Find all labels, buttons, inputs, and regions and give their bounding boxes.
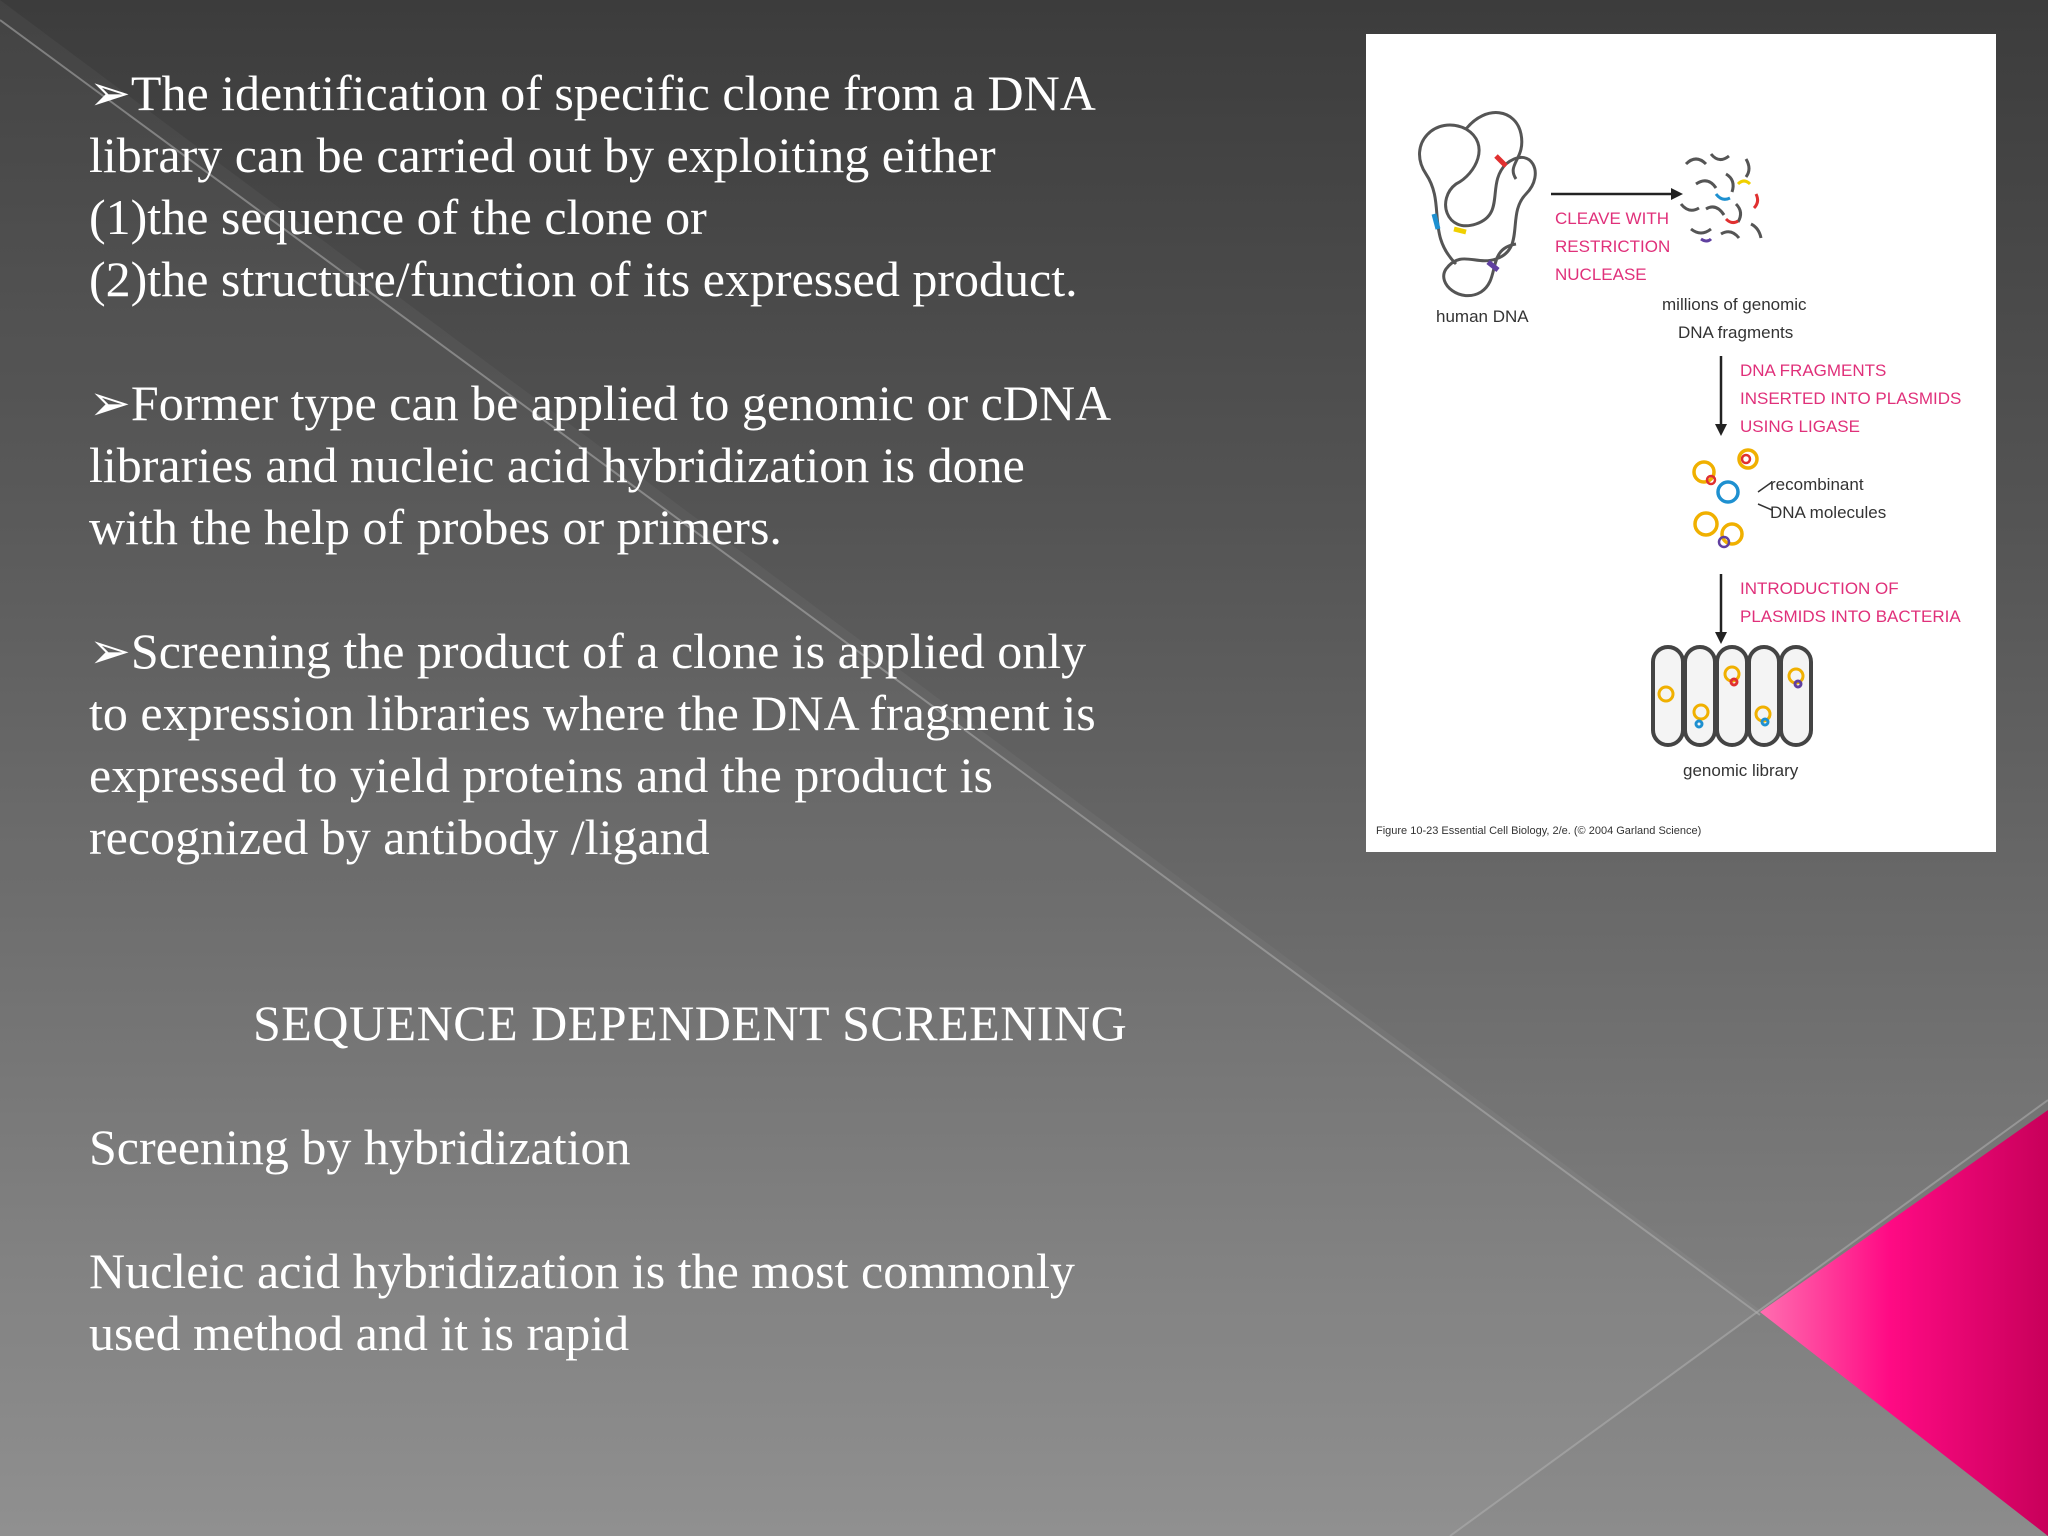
- inserted-label-line-1: DNA FRAGMENTS: [1740, 361, 1886, 380]
- cleave-label-line-1: CLEAVE WITH: [1555, 209, 1669, 228]
- figure-diagram: CLEAVE WITH RESTRICTION NUCLEASE human D…: [1376, 111, 1961, 837]
- human-dna-strand-2: [1464, 111, 1524, 180]
- bullet-arrow-icon: ➢: [89, 623, 131, 679]
- main-text: ➢The identification of specific clone fr…: [89, 62, 1369, 1364]
- inserted-label-line-3: USING LIGASE: [1740, 417, 1860, 436]
- fragments-label-line-1: millions of genomic: [1662, 295, 1807, 314]
- bacteria-row: [1651, 645, 1813, 747]
- recombinant-pointer-2: [1757, 503, 1773, 511]
- paragraph-1-line-4: (2)the structure/function of its express…: [89, 251, 1078, 307]
- cleave-label-line-3: NUCLEASE: [1555, 265, 1647, 284]
- recombinant-label-line-1: recombinant: [1770, 475, 1864, 494]
- dna-mark-yellow: [1453, 226, 1467, 235]
- inserted-label-line-2: INSERTED INTO PLASMIDS: [1740, 389, 1961, 408]
- paragraph-2-line-1: Former type can be applied to genomic or…: [130, 375, 1112, 431]
- introduction-arrowhead: [1715, 632, 1727, 644]
- closing-paragraph: Nucleic acid hybridization is the most c…: [89, 1240, 1369, 1364]
- diagonal-line-2: [1449, 1099, 2048, 1536]
- genomic-library-figure: CLEAVE WITH RESTRICTION NUCLEASE human D…: [1366, 34, 1996, 852]
- paragraph-2-line-3: with the help of probes or primers.: [89, 499, 782, 555]
- pink-accent-triangle: [1760, 1110, 2048, 1536]
- ligase-arrowhead: [1715, 424, 1727, 436]
- paragraph-3-line-4: recognized by antibody /ligand: [89, 809, 710, 865]
- human-dna-strand: [1418, 123, 1537, 298]
- bullet-paragraph-1: ➢The identification of specific clone fr…: [89, 62, 1369, 310]
- bullet-arrow-icon: ➢: [89, 375, 131, 431]
- bullet-arrow-icon: ➢: [89, 65, 131, 121]
- cleave-arrowhead: [1671, 188, 1683, 200]
- recombinant-pointer-1: [1757, 481, 1773, 493]
- human-dna-label: human DNA: [1436, 307, 1529, 326]
- introduction-label: INTRODUCTION OF PLASMIDS INTO BACTERIA: [1740, 579, 1961, 626]
- subheading: Screening by hybridization: [89, 1119, 631, 1175]
- dna-mark-purple: [1486, 260, 1500, 272]
- diagonal-line-1: [0, 19, 1761, 1316]
- paragraph-1-line-3: (1)the sequence of the clone or: [89, 189, 707, 245]
- light-diagonal-band: [0, 0, 1760, 1536]
- paragraph-3-line-1: Screening the product of a clone is appl…: [130, 623, 1087, 679]
- fragments-label-line-2: DNA fragments: [1678, 323, 1793, 342]
- section-heading: SEQUENCE DEPENDENT SCREENING: [253, 995, 1128, 1051]
- introduction-label-line-2: PLASMIDS INTO BACTERIA: [1740, 607, 1961, 626]
- inserted-label: DNA FRAGMENTS INSERTED INTO PLASMIDS USI…: [1740, 361, 1961, 436]
- cleave-label: CLEAVE WITH RESTRICTION NUCLEASE: [1555, 209, 1670, 284]
- dna-fragments-cluster: [1679, 153, 1763, 243]
- cleave-label-line-2: RESTRICTION: [1555, 237, 1670, 256]
- figure-caption: Figure 10-23 Essential Cell Biology, 2/e…: [1376, 825, 1701, 837]
- paragraph-3-line-3: expressed to yield proteins and the prod…: [89, 747, 993, 803]
- paragraph-3-line-2: to expression libraries where the DNA fr…: [89, 685, 1096, 741]
- closing-line-1: Nucleic acid hybridization is the most c…: [89, 1243, 1075, 1299]
- recombinant-label-line-2: DNA molecules: [1770, 503, 1886, 522]
- introduction-label-line-1: INTRODUCTION OF: [1740, 579, 1899, 598]
- closing-line-2: used method and it is rapid: [89, 1305, 630, 1361]
- dna-mark-red: [1494, 154, 1508, 168]
- recombinant-plasmids: [1692, 448, 1759, 549]
- bullet-paragraph-2: ➢Former type can be applied to genomic o…: [89, 372, 1369, 558]
- genomic-library-label: genomic library: [1683, 761, 1799, 780]
- dna-mark-blue: [1431, 213, 1441, 230]
- paragraph-2-line-2: libraries and nucleic acid hybridization…: [89, 437, 1025, 493]
- paragraph-1-line-1: The identification of specific clone fro…: [130, 65, 1096, 121]
- paragraph-1-line-2: library can be carried out by exploiting…: [89, 127, 996, 183]
- bullet-paragraph-3: ➢Screening the product of a clone is app…: [89, 620, 1369, 868]
